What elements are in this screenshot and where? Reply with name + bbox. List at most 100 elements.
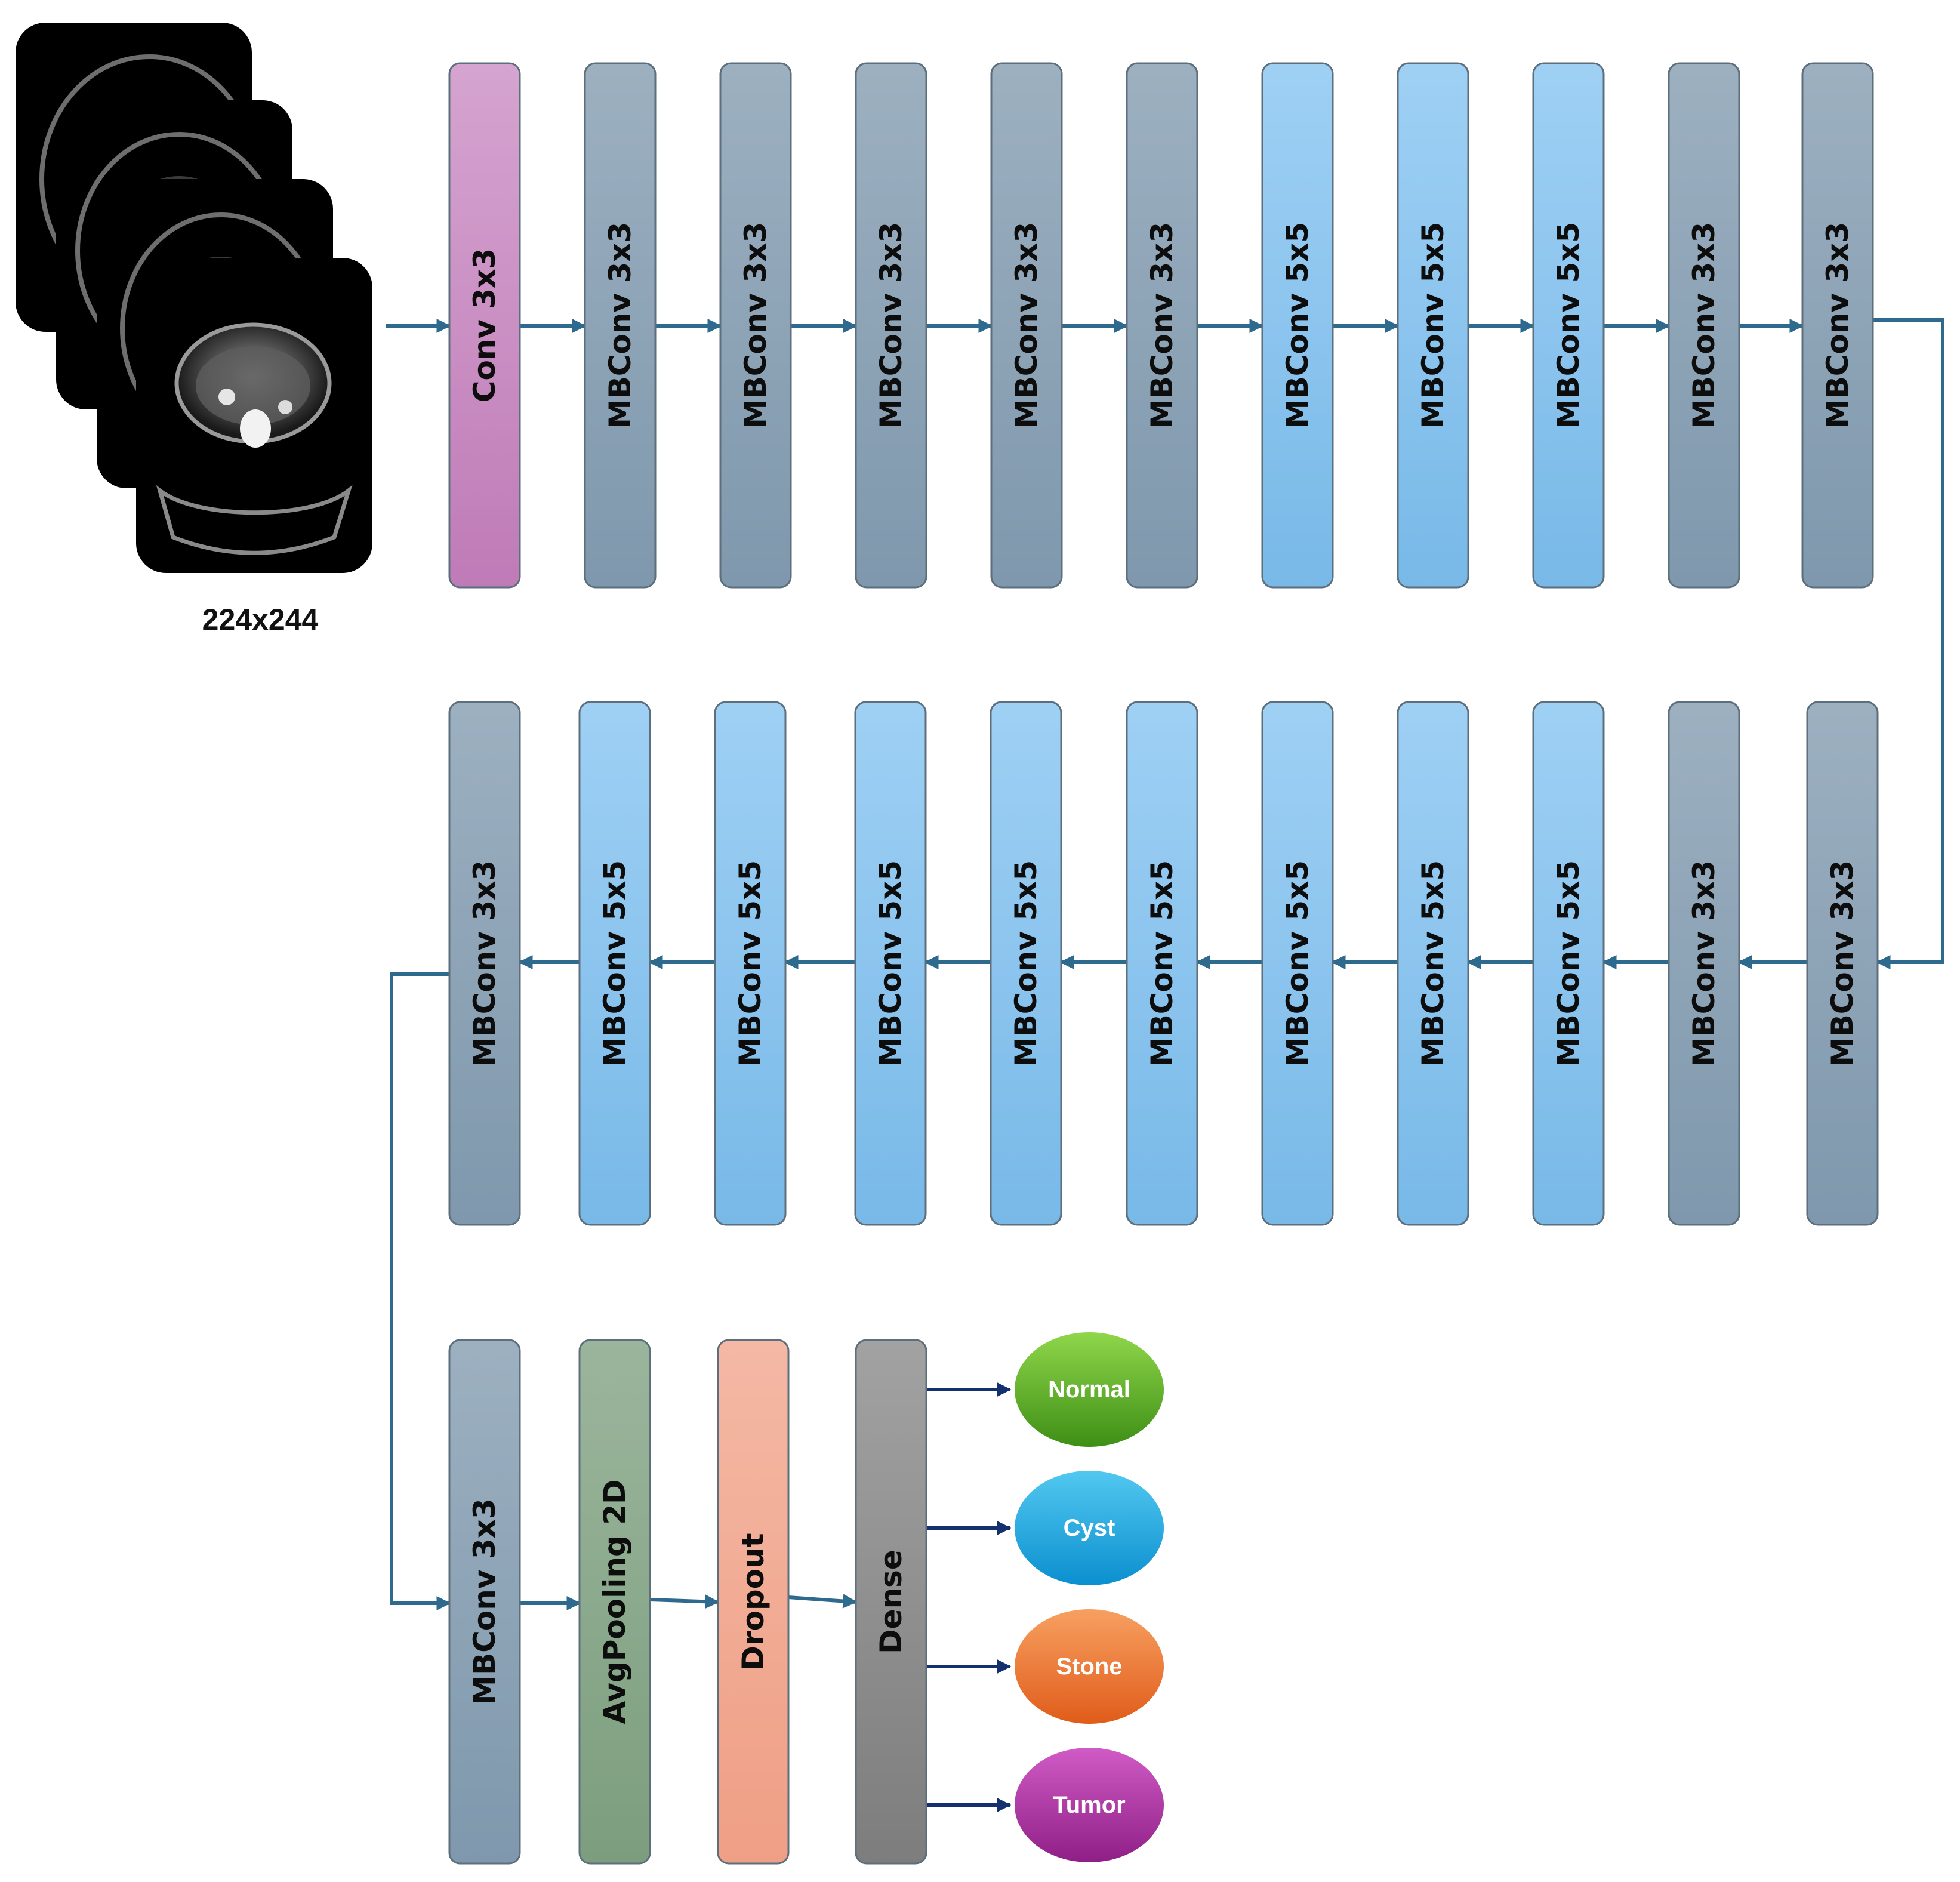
row2-block-rect xyxy=(990,701,1062,1226)
row3-block-3-dropout: Dropout xyxy=(717,1339,790,1865)
row2-block-label: MBConv 5x5 xyxy=(733,860,768,1067)
row1-block-6-mbconv-3x3: MBConv 3x3 xyxy=(1126,62,1198,589)
row1-block-10-mbconv-3x3: MBConv 3x3 xyxy=(1668,62,1740,589)
output-ellipse xyxy=(1015,1471,1164,1585)
output-cyst-node: Cyst xyxy=(1015,1471,1164,1585)
row2-block-5-mbconv-5x5: MBConv 5x5 xyxy=(990,701,1062,1226)
row3-block-4-dense: Dense xyxy=(855,1339,927,1865)
row2-block-rect xyxy=(1397,701,1469,1226)
output-ellipse xyxy=(1015,1332,1164,1447)
row2-block-6-mbconv-5x5: MBConv 5x5 xyxy=(1126,701,1198,1226)
output-stone-node: Stone xyxy=(1015,1609,1164,1724)
row1-block-2-mbconv-3x3: MBConv 3x3 xyxy=(584,62,657,589)
row2-block-rect xyxy=(1668,701,1740,1226)
row1-block-5-mbconv-3x3: MBConv 3x3 xyxy=(990,62,1063,589)
row2-block-label: MBConv 5x5 xyxy=(597,860,632,1067)
row3-block-rect xyxy=(717,1339,790,1865)
row1-block-label: MBConv 3x3 xyxy=(1009,222,1044,429)
row2-block-1-mbconv-3x3: MBConv 3x3 xyxy=(448,701,521,1226)
row1-block-rect xyxy=(584,62,657,589)
row3-block-rect xyxy=(578,1339,651,1865)
row3-block-rect xyxy=(448,1339,521,1865)
row3-block-label: MBConv 3x3 xyxy=(467,1498,502,1705)
output-label: Normal xyxy=(1048,1376,1130,1403)
row3-block-1-mbconv-3x3: MBConv 3x3 xyxy=(448,1339,521,1865)
output-label: Cyst xyxy=(1064,1515,1115,1541)
row2-block-rect xyxy=(1126,701,1198,1226)
connectors xyxy=(386,318,1944,1812)
row1-block-9-mbconv-5x5: MBConv 5x5 xyxy=(1532,62,1605,589)
row2-block-4-mbconv-5x5: MBConv 5x5 xyxy=(854,701,927,1226)
row1-block-rect xyxy=(1668,62,1740,589)
row2-block-label: MBConv 3x3 xyxy=(1825,860,1860,1067)
row1-block-rect xyxy=(448,62,521,589)
row3-block-rect xyxy=(855,1339,927,1865)
row1-block-rect xyxy=(1532,62,1605,589)
row1-block-4-mbconv-3x3: MBConv 3x3 xyxy=(855,62,927,589)
output-ellipse xyxy=(1015,1609,1164,1724)
row2-to-row3-connector xyxy=(390,972,451,1610)
row3-block-label: Dense xyxy=(874,1550,908,1654)
output-label: Stone xyxy=(1056,1653,1122,1680)
row1-block-rect xyxy=(719,62,792,589)
row2-block-label: MBConv 5x5 xyxy=(1145,860,1179,1067)
row2-block-label: MBConv 5x5 xyxy=(1009,860,1043,1067)
row1-block-rect xyxy=(1397,62,1469,589)
row1-block-1-conv-3x3: Conv 3x3 xyxy=(448,62,521,589)
row1-block-rect xyxy=(1801,62,1874,589)
row2-block-rect xyxy=(854,701,927,1226)
row2-block-label: MBConv 3x3 xyxy=(1687,860,1721,1067)
ct-slice-stack: 224x244 xyxy=(16,23,372,636)
row2-block-label: MBConv 5x5 xyxy=(1416,860,1450,1067)
row1-block-label: MBConv 3x3 xyxy=(1820,222,1855,429)
row1-block-11-mbconv-3x3: MBConv 3x3 xyxy=(1801,62,1874,589)
row1-block-label: MBConv 5x5 xyxy=(1416,222,1450,429)
row2-block-3-mbconv-5x5: MBConv 5x5 xyxy=(714,701,787,1226)
output-label: Tumor xyxy=(1053,1792,1125,1818)
row2-block-label: MBConv 5x5 xyxy=(1280,860,1315,1067)
row3-block-2-avgpooling-2d: AvgPooling 2D xyxy=(578,1339,651,1865)
row3-arrow-3 xyxy=(788,1594,858,1609)
output-ellipse xyxy=(1015,1748,1164,1862)
row1-block-label: MBConv 3x3 xyxy=(874,222,908,429)
row1-block-8-mbconv-5x5: MBConv 5x5 xyxy=(1397,62,1469,589)
row2-block-rect xyxy=(1261,701,1334,1226)
row1-block-label: MBConv 3x3 xyxy=(1687,222,1721,429)
row1-block-rect xyxy=(1126,62,1198,589)
ct-slice-4 xyxy=(136,258,372,573)
row1-block-label: MBConv 5x5 xyxy=(1551,222,1586,429)
row1-to-row2-connector xyxy=(1873,318,1944,969)
row1-block-label: MBConv 5x5 xyxy=(1280,222,1315,429)
row1-block-label: MBConv 3x3 xyxy=(1145,222,1179,429)
row2-block-7-mbconv-5x5: MBConv 5x5 xyxy=(1261,701,1334,1226)
output-tumor-node: Tumor xyxy=(1015,1748,1164,1862)
input-size-label: 224x244 xyxy=(202,603,319,636)
row1-block-rect xyxy=(1261,62,1334,589)
row2-block-2-mbconv-5x5: MBConv 5x5 xyxy=(578,701,651,1226)
row1-block-7-mbconv-5x5: MBConv 5x5 xyxy=(1261,62,1334,589)
row2-block-label: MBConv 3x3 xyxy=(467,860,502,1067)
row1-block-3-mbconv-3x3: MBConv 3x3 xyxy=(719,62,792,589)
row3-block-label: AvgPooling 2D xyxy=(597,1479,632,1724)
row3-arrow-2 xyxy=(649,1594,720,1609)
row2-block-rect xyxy=(578,701,651,1226)
row1-block-label: MBConv 3x3 xyxy=(738,222,773,429)
row2-block-rect xyxy=(1532,701,1605,1226)
row2-block-rect xyxy=(1806,701,1879,1226)
row2-block-rect xyxy=(448,701,521,1226)
row1-block-label: Conv 3x3 xyxy=(467,248,502,402)
row2-block-label: MBConv 5x5 xyxy=(1551,860,1586,1067)
output-normal-node: Normal xyxy=(1015,1332,1164,1447)
row2-block-rect xyxy=(714,701,787,1226)
row2-block-label: MBConv 5x5 xyxy=(873,860,908,1067)
row3-block-label: Dropout xyxy=(736,1533,771,1670)
row1-block-rect xyxy=(990,62,1063,589)
row1-block-rect xyxy=(855,62,927,589)
row2-block-8-mbconv-5x5: MBConv 5x5 xyxy=(1397,701,1469,1226)
row2-block-10-mbconv-3x3: MBConv 3x3 xyxy=(1668,701,1740,1226)
row2-block-9-mbconv-5x5: MBConv 5x5 xyxy=(1532,701,1605,1226)
row2-block-11-mbconv-3x3: MBConv 3x3 xyxy=(1806,701,1879,1226)
